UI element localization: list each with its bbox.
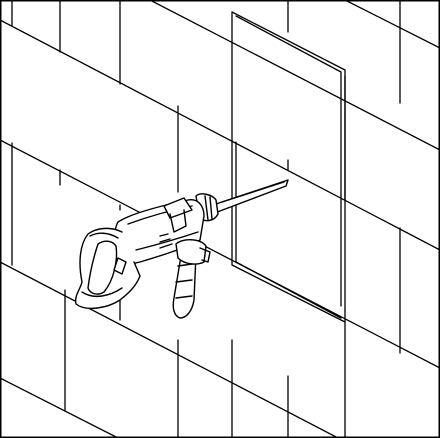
grout-line	[344, 0, 440, 49]
grout-line	[149, 0, 440, 151]
target-tile-outline	[231, 11, 346, 323]
hammer-drill	[74, 179, 289, 319]
grout-line	[0, 261, 339, 438]
grout-line	[0, 377, 119, 438]
grout-line	[0, 19, 440, 251]
grout-line	[0, 139, 440, 369]
